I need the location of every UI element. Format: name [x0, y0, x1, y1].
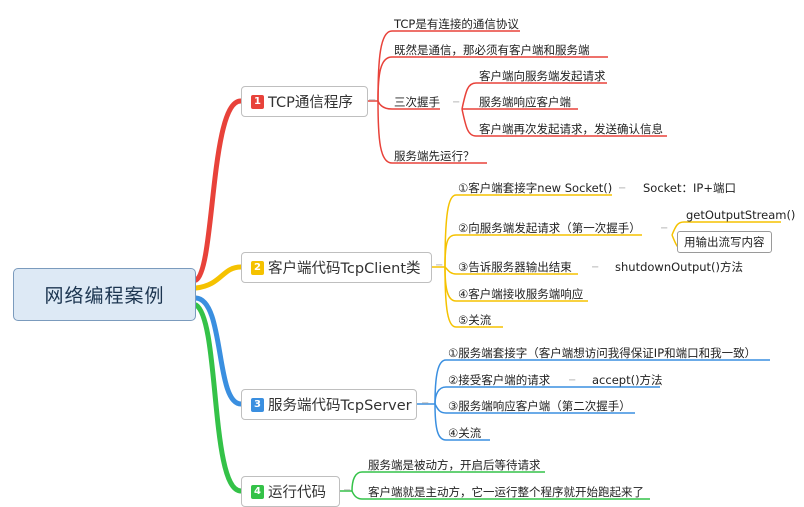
branch-title: TCP通信程序 [268, 95, 353, 111]
leaf-node[interactable]: ②接受客户端的请求 [448, 373, 551, 387]
leaf-node[interactable]: ③告诉服务器输出结束 [458, 260, 572, 274]
branch-client-code[interactable]: 2 客户端代码TcpClient类 [241, 252, 432, 283]
collapse-toggle-icon[interactable]: − [618, 183, 627, 194]
branch-tcp-program[interactable]: 1 TCP通信程序 [241, 86, 368, 117]
leaf-node[interactable]: ②向服务端发起请求（第一次握手） [458, 221, 641, 235]
leaf-node[interactable]: ④客户端接收服务端响应 [458, 287, 584, 301]
leaf-node[interactable]: 服务端先运行？ [394, 149, 475, 163]
collapse-toggle-icon[interactable]: − [660, 223, 669, 234]
branch-number-badge: 3 [251, 397, 264, 412]
note-node[interactable]: shutdownOutput()方法 [615, 260, 744, 274]
leaf-node[interactable]: ①服务端套接字（客户端想访问我得保证IP和端口和我一致） [448, 346, 757, 360]
leaf-node[interactable]: 服务端是被动方，开启后等待请求 [368, 458, 541, 472]
branch-title: 服务端代码TcpServer [268, 398, 412, 414]
collapse-toggle-icon[interactable]: − [435, 260, 444, 271]
leaf-node[interactable]: TCP是有连接的通信协议 [394, 17, 519, 31]
branch-title: 运行代码 [268, 485, 326, 501]
leaf-node[interactable]: ①客户端套接字new Socket() [458, 181, 613, 195]
leaf-node[interactable]: 既然是通信，那必须有客户端和服务端 [394, 43, 590, 57]
branch-number-badge: 2 [251, 260, 264, 275]
collapse-toggle-icon[interactable]: − [343, 485, 352, 496]
collapse-toggle-icon[interactable]: − [452, 97, 461, 108]
leaf-node-boxed[interactable]: 用输出流写内容 [677, 231, 772, 253]
collapse-toggle-icon[interactable]: − [568, 375, 577, 386]
collapse-toggle-icon[interactable]: − [421, 398, 430, 409]
leaf-node[interactable]: ④关流 [448, 426, 482, 440]
branch-run-code[interactable]: 4 运行代码 [241, 476, 340, 507]
branch-server-code[interactable]: 3 服务端代码TcpServer [241, 389, 417, 420]
leaf-node[interactable]: 客户端向服务端发起请求 [479, 69, 606, 83]
leaf-node[interactable]: 客户端再次发起请求，发送确认信息 [479, 122, 663, 136]
leaf-node[interactable]: ③服务端响应客户端（第二次握手） [448, 399, 631, 413]
root-title: 网络编程案例 [44, 285, 165, 307]
branch-number-badge: 1 [251, 94, 264, 109]
branch-title: 客户端代码TcpClient类 [268, 261, 421, 277]
leaf-node[interactable]: 服务端响应客户端 [479, 95, 571, 109]
leaf-node[interactable]: ⑤关流 [458, 313, 492, 327]
leaf-node[interactable]: getOutputStream() [686, 208, 796, 222]
subtopic-handshake[interactable]: 三次握手 [394, 95, 440, 109]
collapse-toggle-icon[interactable]: − [591, 262, 600, 273]
leaf-node[interactable]: 客户端就是主动方，它一运行整个程序就开始跑起来了 [368, 485, 644, 499]
branch-number-badge: 4 [251, 484, 264, 499]
root-node[interactable]: 网络编程案例 [13, 268, 196, 321]
note-node[interactable]: accept()方法 [592, 373, 663, 387]
collapse-toggle-icon[interactable]: − [368, 95, 377, 106]
note-node[interactable]: Socket：IP+端口 [643, 181, 736, 195]
